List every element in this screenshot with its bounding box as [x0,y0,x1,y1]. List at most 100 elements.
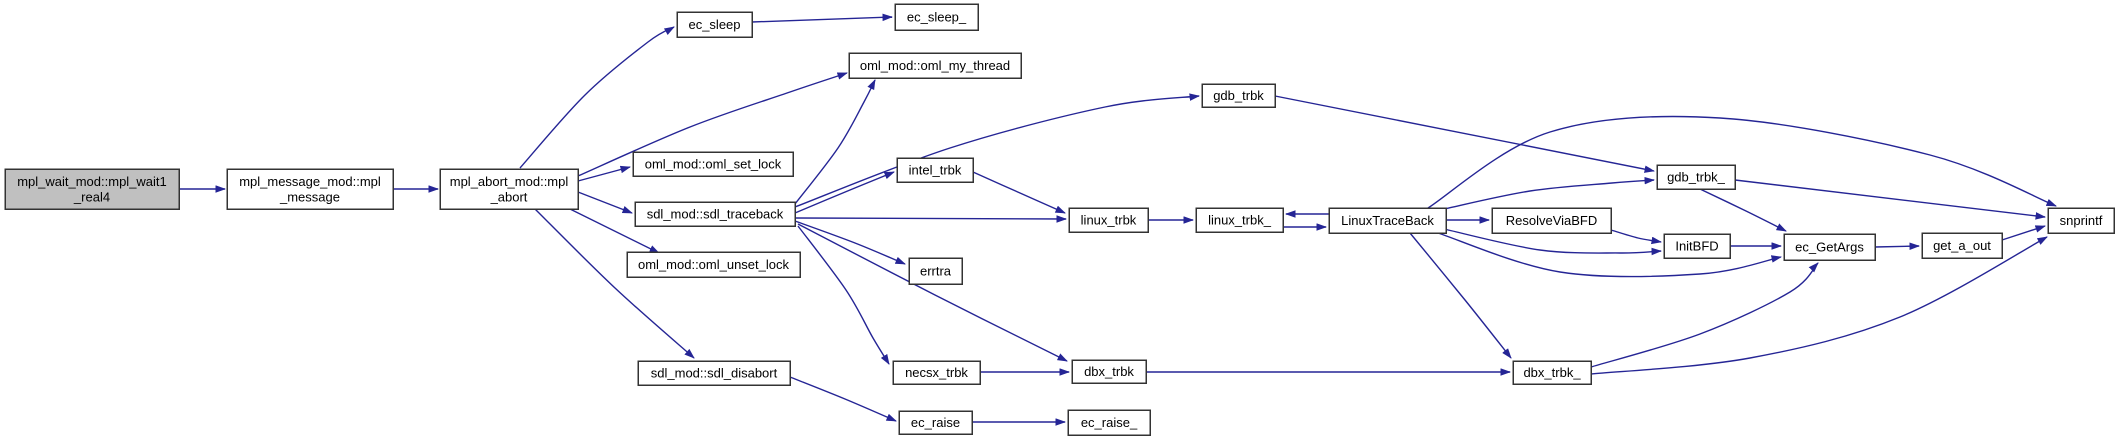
node-ec_raise_[interactable]: ec_raise_ [1067,409,1151,436]
edge-dbx_trbk_-to-ec_GetArgs [1590,262,1819,368]
node-label-InitBFD: InitBFD [1675,239,1718,254]
node-snprintf[interactable]: snprintf [2047,207,2115,234]
node-label-oml_unset_lock: oml_mod::oml_unset_lock [638,257,790,272]
node-box-ec_GetArgs[interactable] [1783,233,1876,261]
node-label-ec_raise: ec_raise [911,415,960,430]
node-label-errtra: errtra [920,264,952,279]
node-get_a_out[interactable]: get_a_out [1921,232,2003,259]
node-box-dbx_trbk_[interactable] [1512,360,1592,385]
node-oml_unset_lock[interactable]: oml_mod::oml_unset_lock [626,251,801,278]
edge-ec_sleep-to-ec_sleep_ [751,13,893,23]
node-box-InitBFD[interactable] [1663,233,1731,259]
node-box-oml_set_lock[interactable] [632,151,794,177]
edge-LinuxTraceBack-to-snprintf [1427,115,2057,209]
edge-mpl_abort-to-sdl_disabort [534,208,695,359]
node-box-LinuxTraceBack[interactable] [1328,207,1447,234]
node-box-linux_trbk_[interactable] [1195,207,1284,233]
edge-LinuxTraceBack-to-gdb_trbk_ [1443,176,1655,210]
node-oml_my_thread[interactable]: oml_mod::oml_my_thread [848,52,1022,79]
node-box-gdb_trbk_[interactable] [1656,164,1736,190]
node-ResolveViaBFD[interactable]: ResolveViaBFD [1491,207,1612,234]
node-ec_GetArgs[interactable]: ec_GetArgs [1783,233,1876,261]
edge-mpl_abort-to-ec_sleep [519,26,675,169]
node-box-ec_sleep[interactable] [676,11,753,38]
node-box-sdl_traceback[interactable] [634,201,796,227]
edge-sdl_traceback-to-errtra [794,220,906,265]
node-box-dbx_trbk[interactable] [1071,359,1147,384]
node-label-gdb_trbk: gdb_trbk [1213,88,1264,103]
nodes-layer: mpl_wait_mod::mpl_wait1_real4 mpl_message… [4,3,2115,436]
node-box-mpl_message[interactable] [226,168,394,210]
node-oml_set_lock[interactable]: oml_mod::oml_set_lock [632,151,794,177]
edge-mpl_abort-to-oml_set_lock [577,165,631,182]
node-box-get_a_out[interactable] [1921,232,2003,259]
edge-gdb_trbk_-to-snprintf [1734,179,2046,220]
edge-sdl_traceback-to-oml_my_thread [794,79,876,205]
node-gdb_trbk[interactable]: gdb_trbk [1201,83,1276,108]
node-mpl_message[interactable]: mpl_message_mod::mpl_message [226,168,394,210]
node-necsx_trbk[interactable]: necsx_trbk [892,360,981,385]
node-box-ec_raise[interactable] [898,410,973,435]
edge-sdl_traceback-to-dbx_trbk [797,223,1068,362]
node-box-errtra[interactable] [908,257,963,285]
node-ec_sleep_[interactable]: ec_sleep_ [894,3,979,31]
node-label-oml_my_thread: oml_mod::oml_my_thread [860,58,1010,73]
node-box-linux_trbk[interactable] [1068,207,1149,233]
node-box-mpl_wait1_real4[interactable] [4,168,180,210]
node-box-intel_trbk[interactable] [896,157,974,183]
node-box-ec_raise_[interactable] [1067,409,1151,436]
node-label-intel_trbk: intel_trbk [909,163,962,178]
node-label-sdl_disabort: sdl_mod::sdl_disabort [651,366,778,381]
edges-layer [179,13,2057,426]
node-box-necsx_trbk[interactable] [892,360,981,385]
node-box-oml_my_thread[interactable] [848,52,1022,79]
node-box-ResolveViaBFD[interactable] [1491,207,1612,234]
node-label-ec_raise_: ec_raise_ [1081,415,1138,430]
edge-sdl_traceback-to-intel_trbk [794,171,895,214]
node-label-dbx_trbk: dbx_trbk [1084,364,1134,379]
node-intel_trbk[interactable]: intel_trbk [896,157,974,183]
node-ec_raise[interactable]: ec_raise [898,410,973,435]
node-dbx_trbk[interactable]: dbx_trbk [1071,359,1147,384]
node-LinuxTraceBack[interactable]: LinuxTraceBack [1328,207,1447,234]
edge-mpl_abort-to-oml_unset_lock [569,208,660,254]
node-linux_trbk[interactable]: linux_trbk [1068,207,1149,233]
edge-mpl_abort-to-sdl_traceback [577,191,633,214]
node-label-mpl_wait1_real4: mpl_wait_mod::mpl_wait1_real4 [17,174,167,205]
node-label-LinuxTraceBack: LinuxTraceBack [1341,213,1434,228]
node-label-dbx_trbk_: dbx_trbk_ [1523,365,1581,380]
node-label-sdl_traceback: sdl_mod::sdl_traceback [647,207,784,222]
node-box-mpl_abort[interactable] [439,168,579,210]
node-gdb_trbk_[interactable]: gdb_trbk_ [1656,164,1736,190]
node-ec_sleep[interactable]: ec_sleep [676,11,753,38]
edge-ResolveViaBFD-to-InitBFD [1610,229,1662,245]
node-label-linux_trbk: linux_trbk [1081,213,1137,228]
edge-sdl_disabort-to-ec_raise [789,376,897,422]
edge-gdb_trbk_-to-ec_GetArgs [1699,188,1787,232]
node-sdl_traceback[interactable]: sdl_mod::sdl_traceback [634,201,796,227]
node-label-ec_sleep: ec_sleep [688,17,740,32]
node-dbx_trbk_[interactable]: dbx_trbk_ [1512,360,1592,385]
node-label-mpl_message: mpl_message_mod::mpl_message [239,174,381,205]
node-box-sdl_disabort[interactable] [637,360,791,386]
node-sdl_disabort[interactable]: sdl_mod::sdl_disabort [637,360,791,386]
node-box-oml_unset_lock[interactable] [626,251,801,278]
node-label-ec_GetArgs: ec_GetArgs [1795,240,1864,255]
node-box-ec_sleep_[interactable] [894,3,979,31]
node-label-linux_trbk_: linux_trbk_ [1208,213,1272,228]
edge-LinuxTraceBack-to-ec_GetArgs [1437,232,1782,278]
edge-sdl_traceback-to-necsx_trbk [797,225,890,365]
edge-gdb_trbk-to-gdb_trbk_ [1274,95,1655,173]
edge-mpl_abort-to-oml_my_thread [577,72,848,177]
edge-LinuxTraceBack-to-InitBFD [1443,228,1662,256]
node-mpl_abort[interactable]: mpl_abort_mod::mpl_abort [439,168,579,210]
node-linux_trbk_[interactable]: linux_trbk_ [1195,207,1284,233]
node-mpl_wait1_real4[interactable]: mpl_wait_mod::mpl_wait1_real4 [4,168,180,210]
node-errtra[interactable]: errtra [908,257,963,285]
node-box-gdb_trbk[interactable] [1201,83,1276,108]
node-box-snprintf[interactable] [2047,207,2115,234]
node-InitBFD[interactable]: InitBFD [1663,233,1731,259]
node-label-ResolveViaBFD: ResolveViaBFD [1506,213,1598,228]
